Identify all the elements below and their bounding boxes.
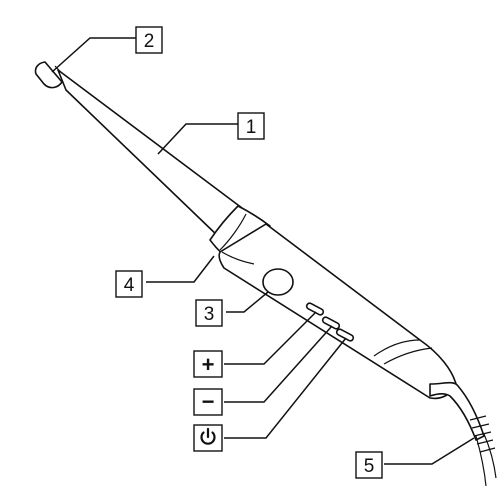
temperature-display [262, 268, 294, 296]
power-icon [200, 427, 216, 445]
power-button[interactable] [335, 328, 355, 342]
swivel-cord-end [429, 381, 485, 441]
callout-2-label: 2 [144, 31, 155, 52]
leader-power [224, 337, 347, 439]
plus-symbol: + [202, 352, 215, 377]
plus-button[interactable] [305, 302, 325, 316]
minus-button[interactable] [321, 316, 341, 330]
callout-1: 1 [237, 112, 265, 140]
power-cord [475, 435, 487, 487]
leader-5 [384, 437, 475, 465]
callout-3: 3 [195, 299, 223, 327]
callout-power [193, 424, 223, 452]
callout-4-label: 4 [124, 275, 135, 296]
leader-lines [51, 37, 475, 465]
callout-plus: + [193, 350, 223, 378]
leader-3 [226, 291, 269, 313]
leader-minus [224, 325, 333, 403]
callout-3-label: 3 [204, 304, 215, 325]
leader-4 [146, 255, 215, 283]
barrel [57, 69, 243, 239]
handle [218, 223, 457, 400]
callout-5: 5 [355, 451, 383, 479]
minus-symbol: − [202, 389, 215, 414]
curling-wand [34, 61, 497, 487]
leader-1 [157, 123, 238, 155]
leader-2 [51, 37, 136, 73]
callout-minus: − [193, 388, 223, 416]
callout-1-label: 1 [246, 117, 257, 138]
callout-2: 2 [135, 26, 163, 54]
leader-plus [224, 311, 317, 365]
callout-4: 4 [115, 270, 143, 298]
callout-5-label: 5 [364, 456, 375, 477]
